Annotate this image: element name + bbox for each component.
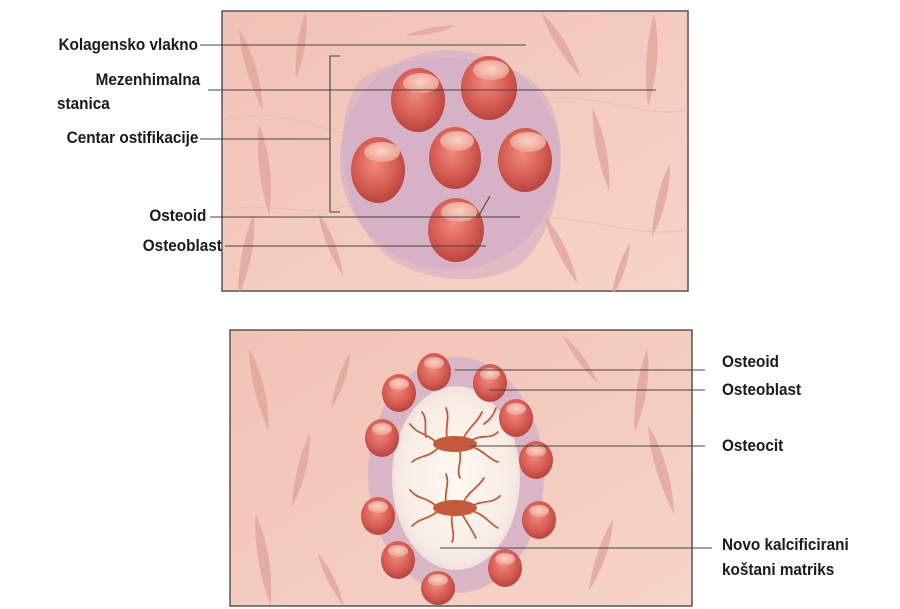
label-calcified-matrix-line1: Novo kalcificirani [722,535,849,555]
label-collagen-fiber: Kolagensko vlakno [59,35,198,55]
cell [421,571,455,605]
label-mesenchymal-cell-line1: Mezenhimalna [95,70,200,90]
label-osteocyte: Osteocit [722,436,783,456]
cell [519,441,553,479]
cell [381,541,415,579]
cell [351,137,405,203]
cell [365,419,399,457]
cell [429,127,481,189]
cell [461,56,517,120]
cell [361,497,395,535]
label-osteoblast-top: Osteoblast [143,236,222,256]
cell [417,353,451,391]
label-osteoid-top: Osteoid [149,206,206,226]
top-panel [222,9,688,299]
label-osteoid-bottom: Osteoid [722,352,779,372]
label-osteoblast-bottom: Osteoblast [722,380,801,400]
cell [391,68,445,132]
cell [382,374,416,412]
cell [498,128,552,192]
cell [488,549,522,587]
label-mesenchymal-cell-line2: stanica [57,94,110,114]
label-calcified-matrix-line2: koštani matriks [722,560,834,580]
cell [499,399,533,437]
cell [428,198,484,262]
bottom-panel [230,330,692,608]
label-ossification-center: Centar ostifikacije [66,128,198,148]
cell [522,501,556,539]
